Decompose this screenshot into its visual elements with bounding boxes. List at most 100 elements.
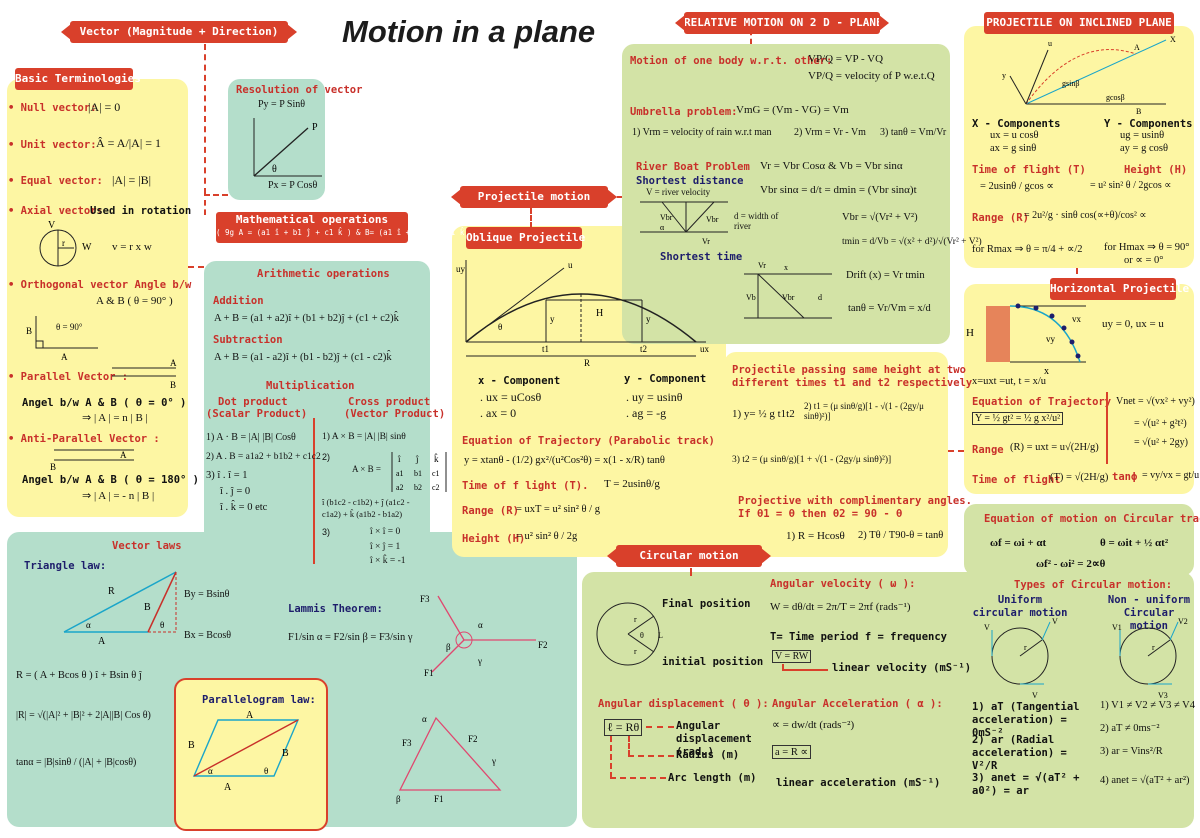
shortest-time-drift: Drift (x) = Vr tmin	[846, 270, 925, 281]
horizontal-range-head: Range	[972, 444, 1004, 456]
horizontal-traj-eq: Y = ½ gt² = ½ g x²/u²	[972, 412, 1064, 425]
svg-text:θ: θ	[272, 164, 277, 175]
shortest-time-vbr: Vbr = √(Vr² + V²)	[842, 212, 918, 223]
resolution-py: Py = P Sinθ	[258, 99, 306, 110]
horizontal-vnet-2: = √(u² + g²t²)	[1134, 418, 1187, 429]
uniform-1: 1) aT (Tangential acceleration) = 0mS⁻²	[972, 701, 1080, 739]
anti-parallel-angle: Angel b/w A & B ( θ = 180° )	[22, 474, 200, 486]
addition-head: Addition	[213, 295, 264, 307]
svg-text:θ: θ	[498, 322, 502, 332]
oblique-diagram: uy u H y y t1 t2 ux R θ	[456, 260, 710, 368]
svg-text:c1: c1	[432, 469, 440, 478]
river-width-label: d = width of river	[734, 211, 779, 231]
ribbon-oblique: Oblique Projectile	[466, 227, 585, 249]
circular-track-panel	[964, 504, 1194, 576]
connector	[204, 44, 206, 194]
svg-text:θ: θ	[160, 620, 164, 630]
svg-text:B: B	[188, 740, 195, 751]
horizontal-tan-head: tanϕ	[1112, 471, 1138, 483]
linear-acceleration-eq: a = R ∝	[772, 745, 811, 759]
oblique-uy-eq: . uy = usinθ	[626, 390, 683, 404]
svg-text:y: y	[550, 314, 555, 324]
svg-text:H: H	[966, 327, 974, 339]
time-of-flight-head: Time of f light (T).	[462, 480, 589, 492]
cross-eq-1: 1) A × B = |A| |B| sinθ	[322, 432, 406, 442]
dot-product-head: Dot product	[218, 396, 288, 408]
svg-text:r: r	[634, 647, 637, 656]
svg-text:Vr: Vr	[758, 261, 766, 270]
svg-text:B: B	[50, 462, 56, 472]
page-title: Motion in a plane	[342, 14, 596, 49]
uniform-2: 2) ar (Radial acceleration) = V²/R	[972, 734, 1067, 772]
svg-text:γ: γ	[491, 756, 496, 766]
horizontal-vnet-3: = √(u² + 2gy)	[1134, 437, 1188, 448]
lammis-eq: F1/sin α = F2/sin β = F3/sin γ	[288, 632, 413, 643]
vector-laws-head: Vector laws	[112, 540, 182, 552]
resolution-px: Px = P Cosθ	[268, 180, 318, 191]
arith-head: Arithmetic operations	[257, 268, 390, 280]
svg-text:Vbr: Vbr	[660, 213, 673, 222]
ribbon-vector: Vector (Magnitude + Direction)	[61, 21, 297, 43]
circular-track-eq-1: ωf = ωi + αt	[990, 537, 1047, 549]
connector	[628, 755, 674, 757]
subtraction-head: Subtraction	[213, 334, 283, 346]
inclined-range-head: Range (R)	[972, 212, 1029, 224]
svg-text:V1: V1	[1112, 623, 1122, 632]
arc-length-label: Arc length (m)	[668, 772, 757, 784]
cross-product-sub: (Vector Product)	[344, 408, 446, 420]
oblique-ay-eq: . ag = -g	[626, 406, 667, 420]
inclined-ax: ax = g sinθ	[990, 143, 1037, 154]
svg-text:A: A	[120, 450, 127, 460]
nonuniform-1: 1) V1 ≠ V2 ≠ V3 ≠ V4	[1100, 700, 1195, 711]
circular-motion-panel	[582, 572, 1194, 828]
svg-text:V: V	[984, 623, 990, 632]
connector	[750, 30, 752, 44]
anti-parallel-label: Anti-Parallel Vector :	[8, 433, 160, 445]
shortest-time-tan: tanθ = Vr/Vm = x/d	[848, 303, 931, 314]
svg-text:c2: c2	[432, 483, 440, 492]
svg-text:uy: uy	[456, 264, 466, 274]
linear-velocity-eq: V = RW	[772, 650, 812, 663]
ribbon-basic: Basic Terminologies	[15, 68, 141, 90]
shortest-time-head: Shortest time	[660, 251, 743, 263]
svg-text:W: W	[82, 242, 92, 253]
shortest-time-tmin: tmin = d/Vb = √(x² + d²)/√(Vr² + V²)	[842, 237, 982, 247]
oblique-xcomp-head: x - Component	[478, 375, 561, 387]
svg-text:Vb: Vb	[746, 293, 756, 302]
cross-product-head: Cross product	[348, 396, 431, 408]
parallel-angle: Angel b/w A & B ( θ = 0° )	[22, 397, 187, 409]
river-boat-head: River Boat Problem	[636, 161, 750, 173]
same-height-eq-1: 1) y= ½ g t1t2	[732, 408, 795, 420]
relative-line1-def: VP/Q = velocity of P w.e.t.Q	[808, 70, 935, 82]
inclined-panel	[964, 26, 1194, 268]
complimentary-head: Projective with complimentary angles.	[738, 495, 972, 507]
svg-text:A: A	[1134, 43, 1140, 52]
complimentary-eq-2: 2) Tθ / T90-θ = tanθ	[858, 530, 944, 541]
time-of-flight-eq: T = 2usinθ/g	[604, 478, 660, 490]
nonuniform-4: 4) anet = √(aT² + ar²)	[1100, 775, 1190, 786]
trajectory-head: Equation of Trajectory (Parabolic track)	[462, 435, 715, 447]
svg-text:î: î	[397, 454, 401, 464]
svg-text:a1: a1	[396, 469, 404, 478]
cross-eq-3b: î × ĵ = 1	[370, 542, 401, 552]
svg-text:d: d	[818, 293, 822, 302]
svg-text:b1: b1	[414, 469, 422, 478]
svg-text:V: V	[48, 220, 56, 231]
nonuniform-3: 3) ar = Vins²/R	[1100, 746, 1163, 757]
svg-text:α: α	[208, 766, 213, 776]
circular-track-eq-3: ωf² - ωi² = 2∝θ	[1036, 558, 1106, 570]
connector	[204, 194, 228, 196]
inclined-uy: ug = usinθ	[1120, 130, 1165, 141]
complimentary-eq-1: 1) R = Hcosθ	[786, 530, 845, 542]
svg-text:B: B	[1136, 107, 1141, 116]
parallel-magnitude: ⇒ | A | = n | B |	[82, 412, 148, 424]
range-eq: = uxT = u² sin² θ / g	[516, 504, 600, 515]
relative-line1-head: Motion of one body w.r.t. other:	[630, 55, 833, 67]
angular-acceleration-head: Angular Acceleration ( α ):	[772, 698, 943, 710]
svg-text:r: r	[1024, 643, 1027, 652]
dot-cross-divider	[313, 418, 315, 564]
ribbon-relative: RELATIVE MOTION ON 2 D - PLANE	[675, 12, 889, 34]
horizontal-tof-head: Time of flight	[972, 474, 1061, 486]
svg-text:Vbr: Vbr	[706, 215, 719, 224]
uniform-head: Uniform circular motion	[972, 594, 1068, 619]
